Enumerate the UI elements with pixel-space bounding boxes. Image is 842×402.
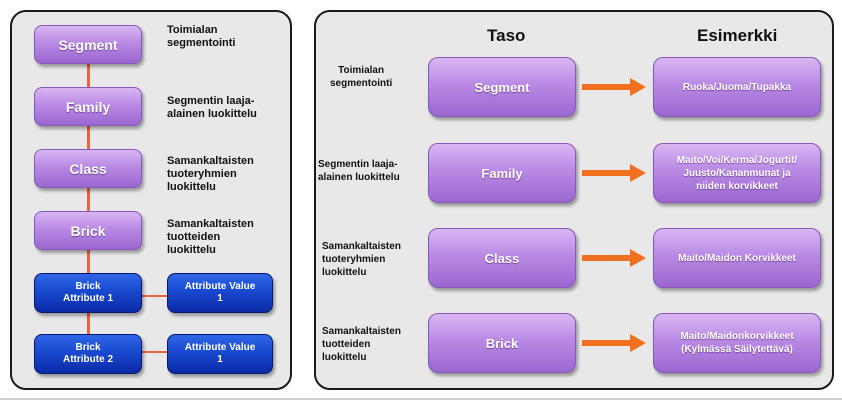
level-description-segment: Toimialan segmentointi — [167, 24, 236, 49]
level-box-brick: Brick — [34, 211, 142, 250]
attribute-value-box-2: Attribute Value 1 — [167, 334, 273, 374]
example-box-family: Maito/Voi/Kerma/Jogurtit/ Juusto/Kananmu… — [653, 143, 821, 203]
brick-attribute-label: Brick Attribute 2 — [63, 342, 113, 365]
level-box-label: Brick — [70, 222, 106, 239]
example-label: Maito/Voi/Kerma/Jogurtit/ Juusto/Kananmu… — [676, 154, 798, 192]
hierarchy-connector — [87, 55, 90, 355]
level-box-class-right: Class — [428, 228, 576, 288]
attribute-value-label: Attribute Value 1 — [184, 342, 256, 365]
level-box-label: Family — [481, 165, 523, 181]
row-description-family: Segmentin laaja- alainen luokittelu — [318, 159, 400, 183]
level-description-brick: Samankaltaisten tuotteiden luokittelu — [167, 218, 254, 256]
level-box-label: Family — [65, 98, 111, 115]
example-label: Maito/Maidon Korvikkeet — [678, 252, 796, 264]
level-box-label: Segment — [474, 79, 530, 95]
row-description-segment: Toimialan segmentointi — [330, 65, 393, 89]
brick-attribute-box-2: Brick Attribute 2 — [34, 334, 142, 374]
attribute-value-label: Attribute Value 1 — [184, 281, 256, 304]
attribute-connector-1 — [140, 295, 168, 297]
hierarchy-panel — [10, 10, 292, 390]
level-description-class: Samankaltaisten tuoteryhmien luokittelu — [167, 155, 254, 193]
level-box-label: Class — [484, 250, 520, 266]
brick-attribute-label: Brick Attribute 1 — [63, 281, 113, 304]
level-box-label: Brick — [485, 335, 519, 351]
level-box-family: Family — [34, 87, 142, 126]
example-box-class: Maito/Maidon Korvikkeet — [653, 228, 821, 288]
level-box-segment: Segment — [34, 25, 142, 64]
arrow-right-icon — [582, 78, 646, 96]
arrow-right-icon — [582, 334, 646, 352]
attribute-value-box-1: Attribute Value 1 — [167, 273, 273, 313]
row-description-class: Samankaltaisten tuoteryhmien luokittelu — [322, 241, 401, 278]
level-box-segment-right: Segment — [428, 57, 576, 117]
level-box-label: Class — [69, 160, 107, 177]
row-description-brick: Samankaltaisten tuotteiden luokittelu — [322, 326, 401, 363]
example-label: Maito/Maidonkorvikkeet (Kylmässä Säilyte… — [680, 331, 794, 355]
bottom-divider — [0, 398, 842, 400]
example-label: Ruoka/Juoma/Tupakka — [682, 81, 792, 93]
header-example: Esimerkki — [697, 26, 778, 45]
example-box-segment: Ruoka/Juoma/Tupakka — [653, 57, 821, 117]
brick-attribute-box-1: Brick Attribute 1 — [34, 273, 142, 313]
example-box-brick: Maito/Maidonkorvikkeet (Kylmässä Säilyte… — [653, 313, 821, 373]
attribute-connector-2 — [140, 351, 168, 353]
arrow-right-icon — [582, 164, 646, 182]
level-box-class: Class — [34, 149, 142, 188]
level-box-label: Segment — [58, 36, 118, 53]
level-box-brick-right: Brick — [428, 313, 576, 373]
level-description-family: Segmentin laaja- alainen luokittelu — [167, 95, 257, 120]
arrow-right-icon — [582, 249, 646, 267]
level-box-family-right: Family — [428, 143, 576, 203]
header-level: Taso — [487, 26, 526, 45]
